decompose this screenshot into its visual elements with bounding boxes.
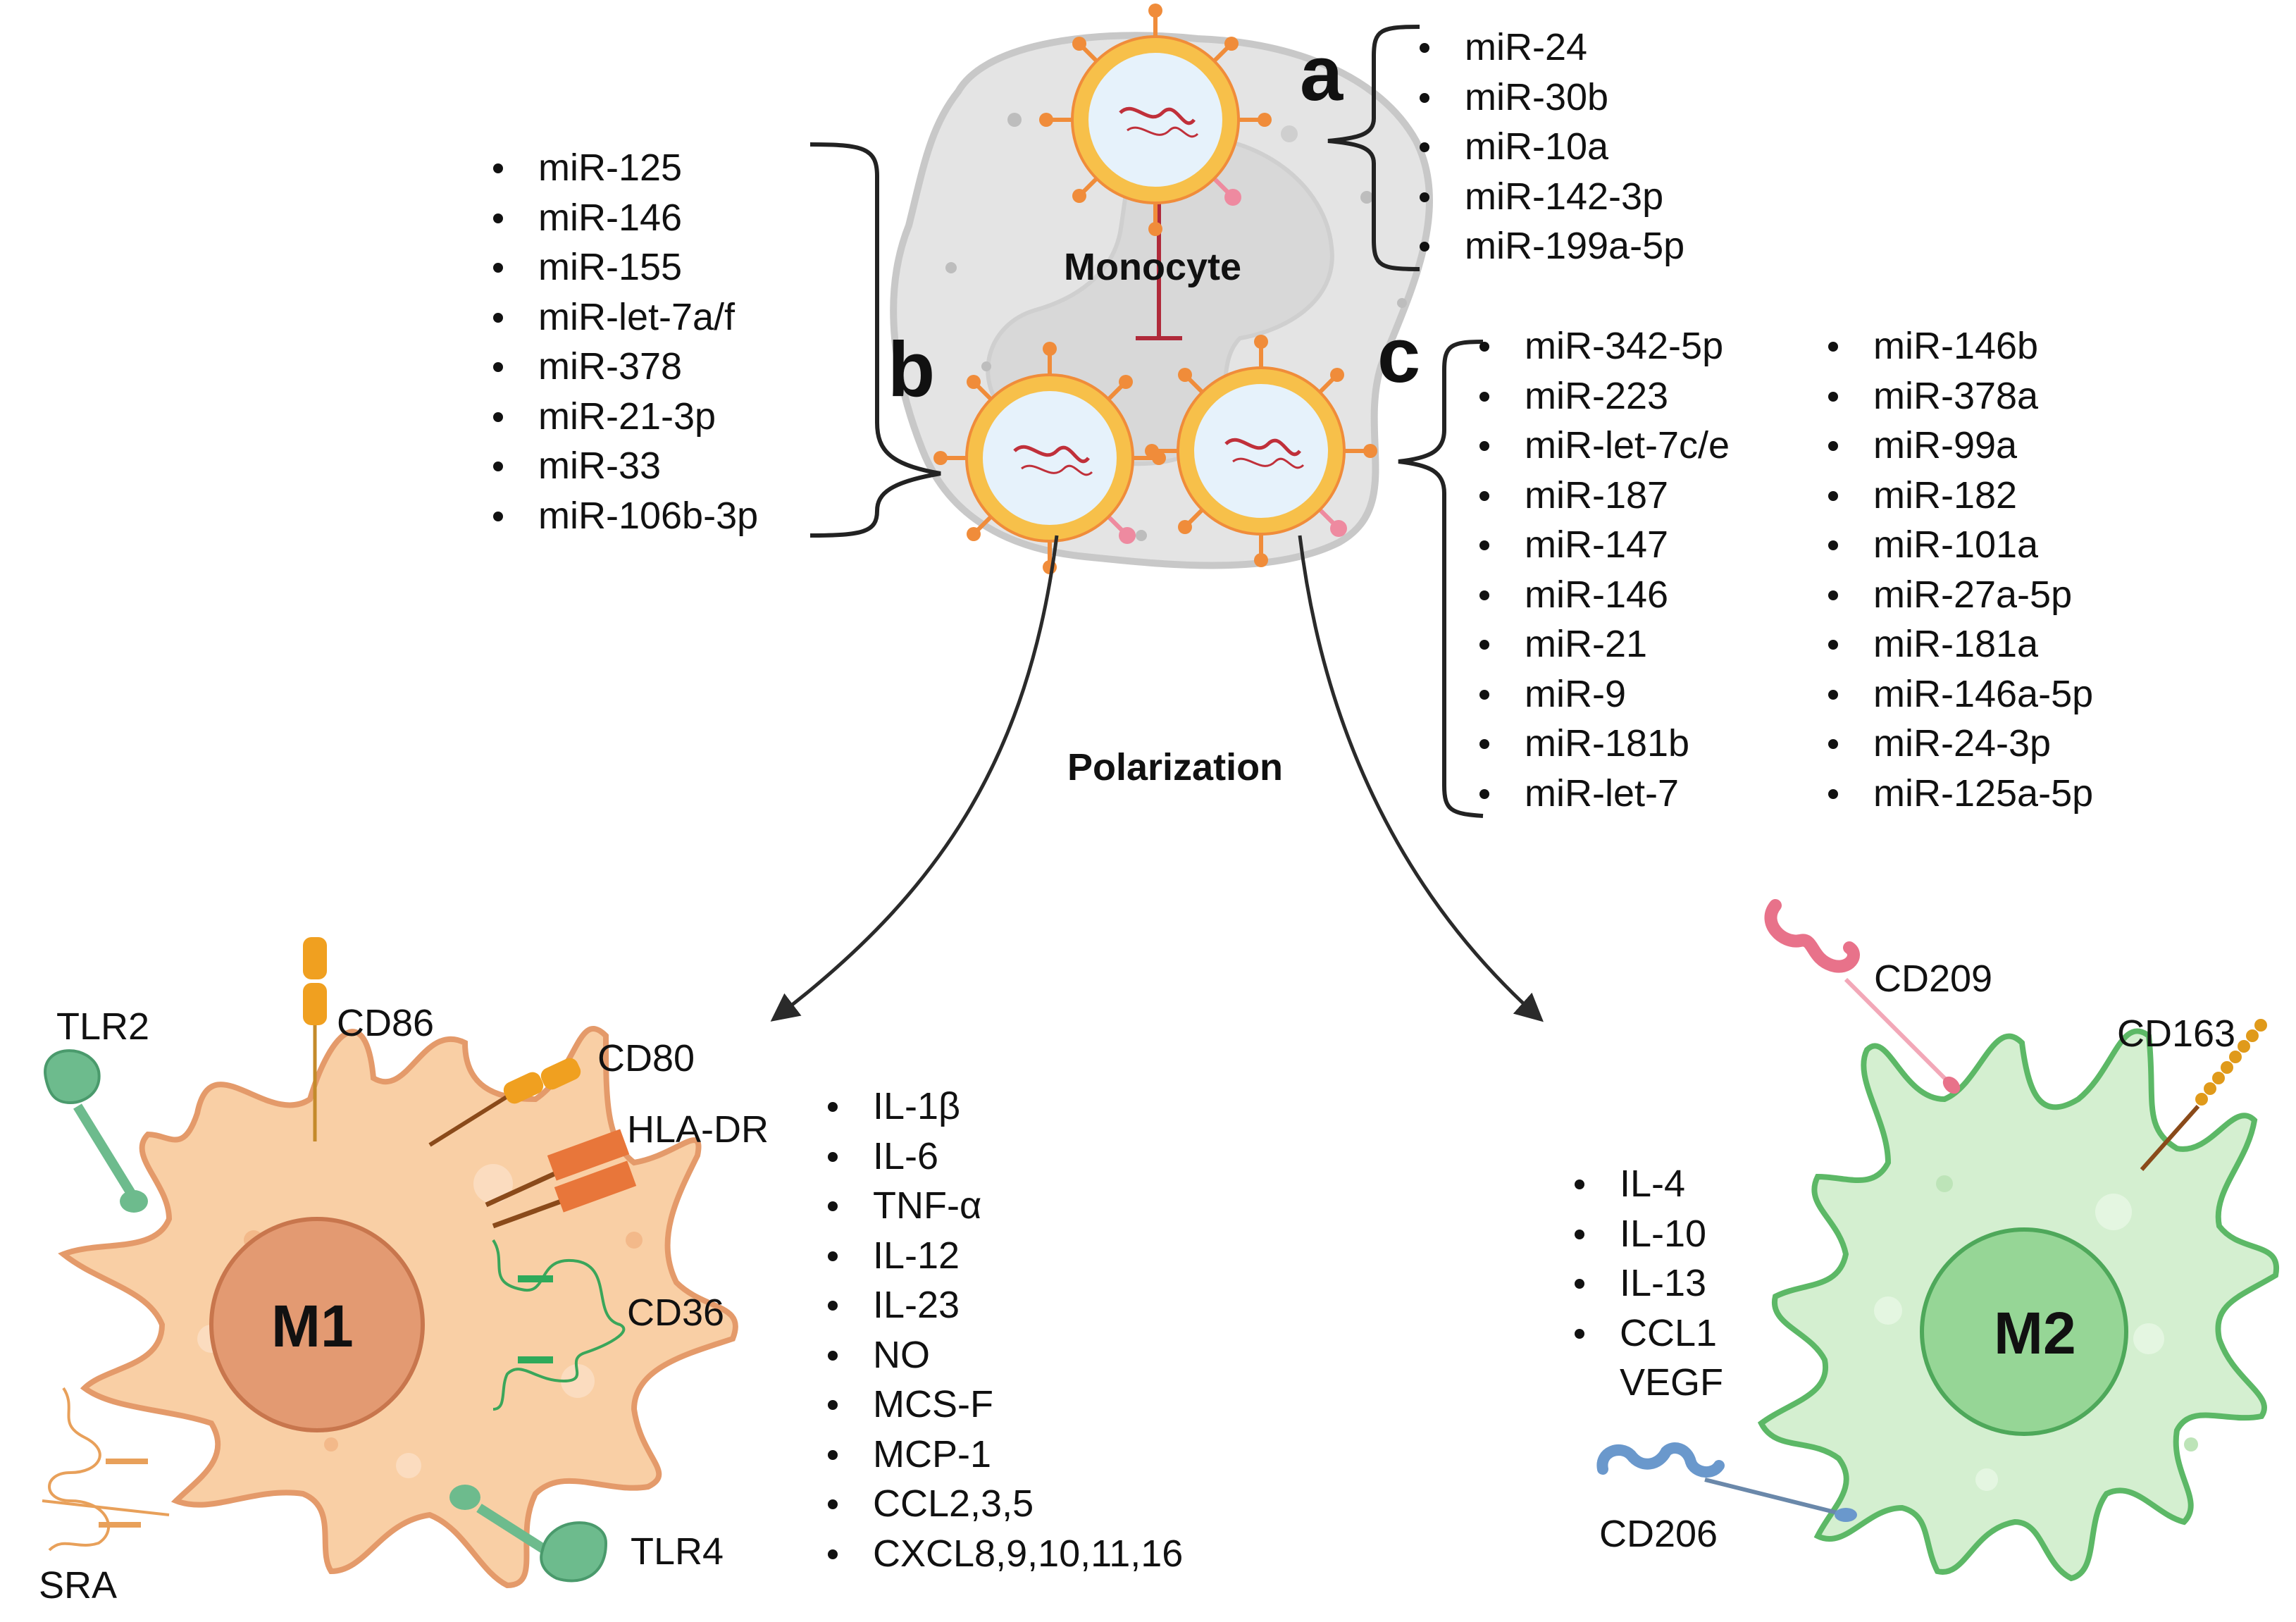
sra-label: SRA <box>39 1564 118 1606</box>
list-item: miR-378a <box>1828 371 2093 421</box>
list-item: miR-146 <box>1479 570 1730 620</box>
vesicle-top <box>1039 4 1272 236</box>
group-a-list: miR-24 miR-30b miR-10a miR-142-3p miR-19… <box>1420 23 1684 271</box>
m2-receptor-cd206 <box>1596 1442 1857 1522</box>
list-item: CXCL8,9,10,11,16 <box>828 1529 1183 1579</box>
list-item: miR-199a-5p <box>1420 221 1684 271</box>
inhibition-line <box>1136 187 1182 340</box>
list-item: miR-142-3p <box>1420 172 1684 222</box>
polarization-arrow-m1 <box>770 535 1059 1022</box>
group-c-list-col1: miR-342-5p miR-223 miR-let-7c/e miR-187 … <box>1479 321 1730 818</box>
list-item: miR-125 <box>493 143 758 193</box>
cd86-label: CD86 <box>337 1002 435 1044</box>
m2-receptor-cd163 <box>2140 1019 2267 1171</box>
list-item: miR-125a-5p <box>1828 769 2093 819</box>
list-item: miR-146b <box>1828 321 2093 371</box>
list-item: miR-106b-3p <box>493 491 758 541</box>
list-item: miR-10a <box>1420 122 1684 172</box>
tlr4-label: TLR4 <box>631 1530 724 1573</box>
brace-b <box>809 142 941 538</box>
group-c-list-col2: miR-146b miR-378a miR-99a miR-182 miR-10… <box>1828 321 2093 818</box>
list-item: miR-181b <box>1479 719 1730 769</box>
m1-cytokine-list: IL-1β IL-6 TNF-α IL-12 IL-23 NO MCS-F MC… <box>828 1082 1183 1578</box>
list-item: miR-27a-5p <box>1828 570 2093 620</box>
list-item: miR-9 <box>1479 669 1730 719</box>
list-item: MCP-1 <box>828 1430 1183 1480</box>
list-item: miR-30b <box>1420 73 1684 123</box>
list-item: miR-21-3p <box>493 392 758 442</box>
m1-receptor-cd86 <box>303 937 327 1141</box>
list-item: miR-33 <box>493 441 758 491</box>
list-item: miR-24 <box>1420 23 1684 73</box>
list-item: miR-99a <box>1828 421 2093 471</box>
m1-receptor-cd36 <box>492 1239 626 1411</box>
list-item: miR-223 <box>1479 371 1730 421</box>
hla-dr-label: HLA-DR <box>627 1108 769 1151</box>
list-item: IL-13 <box>1575 1258 1723 1308</box>
group-a-letter: a <box>1300 30 1344 117</box>
list-item: miR-101a <box>1828 520 2093 570</box>
brace-c <box>1398 340 1484 818</box>
list-item: miR-378 <box>493 342 758 392</box>
polarization-arrow-m2 <box>1298 535 1544 1022</box>
list-item: IL-10 <box>1575 1209 1723 1259</box>
m1-nucleus <box>209 1217 425 1432</box>
group-b-list: miR-125 miR-146 miR-155 miR-let-7a/f miR… <box>493 143 758 540</box>
m1-receptor-sra <box>42 1387 170 1552</box>
m1-receptor-cd80 <box>428 1058 581 1147</box>
cd209-label: CD209 <box>1874 958 1993 1000</box>
list-item: miR-181a <box>1828 619 2093 669</box>
vesicle-right <box>1145 335 1377 567</box>
list-item: NO <box>828 1330 1183 1380</box>
list-item: miR-let-7 <box>1479 769 1730 819</box>
list-item: miR-let-7c/e <box>1479 421 1730 471</box>
list-item: IL-23 <box>828 1280 1183 1330</box>
list-item: miR-342-5p <box>1479 321 1730 371</box>
cd36-label: CD36 <box>627 1292 725 1334</box>
m2-label: M2 <box>1994 1300 2076 1366</box>
tlr2-label: TLR2 <box>56 1005 150 1048</box>
list-item: IL-1β <box>828 1082 1183 1132</box>
list-item: IL-6 <box>828 1132 1183 1182</box>
m2-nucleus <box>1920 1227 2128 1436</box>
m1-receptor-hla-dr <box>485 1129 637 1229</box>
m1-label: M1 <box>271 1293 354 1359</box>
m1-receptor-tlr2 <box>44 1049 148 1213</box>
list-item: miR-187 <box>1479 471 1730 521</box>
monocyte-label: Monocyte <box>1064 246 1242 288</box>
cd206-label: CD206 <box>1599 1513 1718 1555</box>
polarization-label: Polarization <box>1067 746 1284 788</box>
vesicle-left <box>933 342 1166 574</box>
list-item: miR-182 <box>1828 471 2093 521</box>
group-c-letter: c <box>1377 312 1421 399</box>
list-item: miR-let-7a/f <box>493 292 758 342</box>
list-item: TNF-α <box>828 1181 1183 1231</box>
cd163-label: CD163 <box>2117 1013 2236 1055</box>
list-item: IL-12 <box>828 1231 1183 1281</box>
m1-receptor-tlr4 <box>449 1485 608 1583</box>
brace-a <box>1327 25 1420 271</box>
list-item: miR-146a-5p <box>1828 669 2093 719</box>
list-item: miR-24-3p <box>1828 719 2093 769</box>
cd80-label: CD80 <box>597 1037 695 1079</box>
list-item: miR-146 <box>493 193 758 243</box>
list-item: miR-147 <box>1479 520 1730 570</box>
m2-cytokine-list: IL-4 IL-10 IL-13 CCL1 VEGF <box>1575 1159 1723 1408</box>
group-b-letter: b <box>888 326 936 413</box>
m2-receptor-cd209 <box>1764 899 1961 1094</box>
list-item: IL-4 <box>1575 1159 1723 1209</box>
list-item-continued: VEGF <box>1620 1361 1724 1404</box>
list-item: CCL2,3,5 <box>828 1479 1183 1529</box>
list-item: CCL1 <box>1575 1308 1723 1358</box>
list-item: miR-21 <box>1479 619 1730 669</box>
list-item: miR-155 <box>493 242 758 292</box>
list-item: MCS-F <box>828 1380 1183 1430</box>
